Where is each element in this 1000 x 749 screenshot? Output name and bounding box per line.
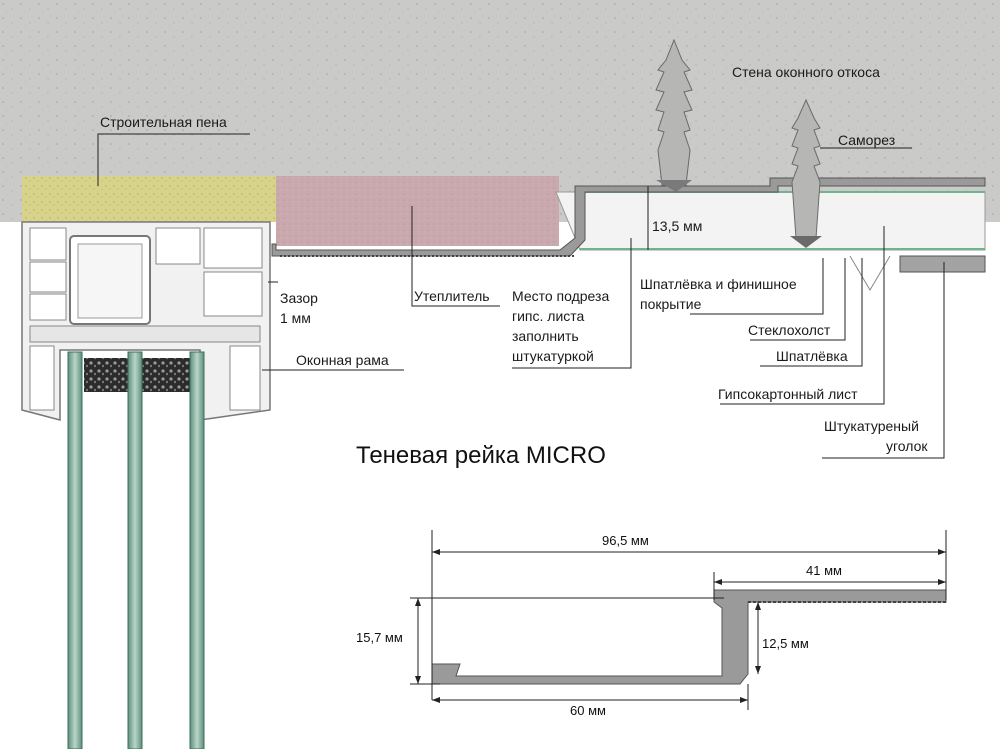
leader-cut	[512, 238, 632, 369]
label-wall: Стена оконного откоса	[732, 64, 880, 80]
dim-line-base	[432, 684, 749, 710]
dim-line-height	[410, 597, 724, 685]
leader-putty2	[760, 258, 863, 367]
glass-panes	[67, 351, 205, 749]
shadow-profile-detail	[431, 589, 947, 685]
label-cut-1: Место подреза	[512, 288, 610, 304]
label-frame: Оконная рама	[296, 352, 389, 368]
dowel-anchor-2	[790, 98, 822, 248]
label-insulation: Утеплитель	[414, 288, 490, 304]
label-corner-1: Штукатуреный	[824, 418, 919, 434]
label-cut-2: гипс. листа	[512, 308, 585, 324]
window-frame	[21, 221, 271, 421]
dim-line-total	[431, 530, 947, 700]
leader-foam	[97, 133, 250, 186]
label-cut-3: заполнить	[512, 328, 579, 344]
label-gap-1: Зазор	[280, 290, 318, 306]
leader-fiberglass	[750, 258, 846, 341]
leader-putty	[690, 258, 824, 315]
insulation-layer	[276, 176, 559, 246]
construction-foam	[22, 176, 276, 222]
label-foam: Строительная пена	[100, 114, 227, 130]
dim-base-width: 60 мм	[570, 703, 606, 718]
label-screw: Саморез	[838, 132, 896, 148]
label-putty-2: покрытие	[640, 296, 702, 312]
dim-line-flange	[713, 572, 946, 600]
leader-drywall	[720, 226, 885, 405]
corner-bead	[899, 255, 986, 273]
spacer-seal-1	[84, 358, 128, 392]
label-corner-2: уголок	[886, 438, 928, 454]
dowel-anchor-1	[655, 38, 693, 192]
drywall-sheet	[555, 191, 986, 251]
dim-height: 15,7 мм	[356, 630, 403, 645]
dim-flange-width: 41 мм	[806, 563, 842, 578]
label-gap-2: 1 мм	[280, 310, 311, 326]
label-thickness: 13,5 мм	[652, 218, 703, 234]
label-cut-4: штукатуркой	[512, 348, 594, 364]
dim-total-width: 96,5 мм	[602, 533, 649, 548]
dim-inner-height: 12,5 мм	[762, 636, 809, 651]
label-putty-1: Шпатлёвка и финишное	[640, 276, 797, 292]
label-drywall: Гипсокартонный лист	[718, 386, 858, 402]
leader-insulation	[411, 206, 500, 307]
label-putty: Шпатлёвка	[776, 348, 848, 364]
label-fiberglass: Стеклохолст	[748, 322, 831, 338]
spacer-seal-2	[142, 358, 190, 392]
diagram-title: Теневая рейка MICRO	[356, 442, 606, 469]
leader-corner	[822, 262, 945, 459]
